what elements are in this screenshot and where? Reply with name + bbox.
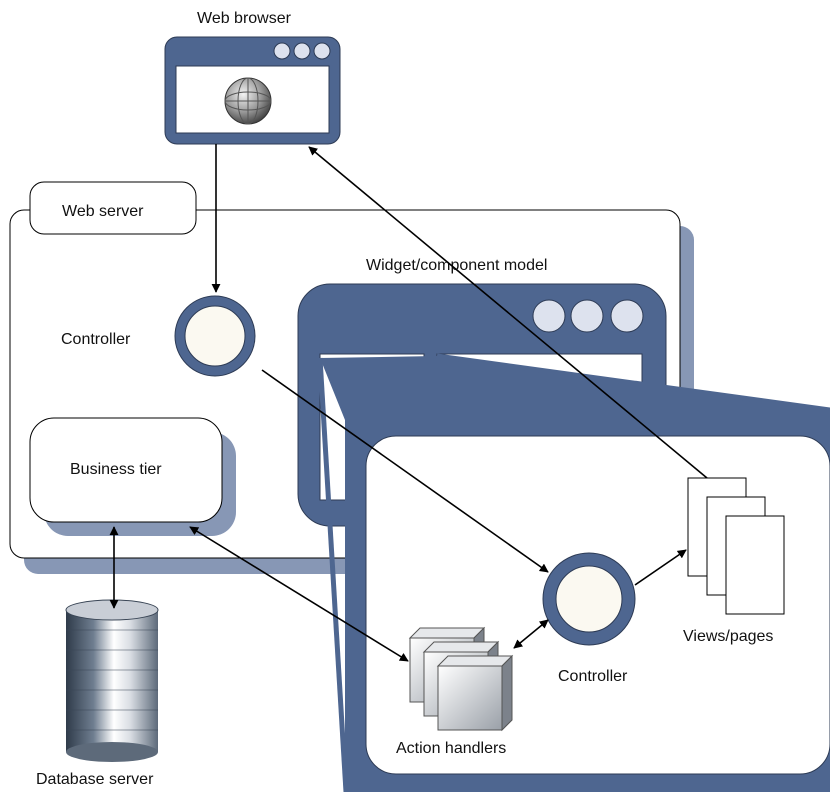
action-handlers-label: Action handlers <box>396 740 506 757</box>
database-server-label: Database server <box>36 771 154 788</box>
controller-zoom-label: Controller <box>558 668 628 685</box>
browser-dot-icon <box>313 42 331 60</box>
controller-server-label: Controller <box>61 331 131 348</box>
database-server: Database server <box>36 599 159 788</box>
arrow-controller-to-views <box>634 549 687 586</box>
business-tier-label: Business tier <box>70 461 162 478</box>
views-pages-label: Views/pages <box>683 628 773 645</box>
browser-dot-icon <box>293 42 311 60</box>
web-browser-label: Web browser <box>197 10 292 27</box>
controller-zoom-core <box>555 565 623 633</box>
database-cylinder-icon <box>65 599 159 762</box>
zoom-line-top <box>436 353 830 413</box>
widget-model-label: Widget/component model <box>366 257 547 274</box>
page-front <box>725 515 785 615</box>
business-tier: Business tier <box>29 417 236 536</box>
cube-front <box>436 654 514 732</box>
controller-zoom: Controller <box>542 552 636 685</box>
web-server-tab <box>29 181 197 235</box>
window-dot-icon <box>610 299 644 333</box>
stacked-pages-icon <box>687 477 785 615</box>
window-dot-icon <box>570 299 604 333</box>
web-browser: Web browser <box>164 10 341 145</box>
arrow-controller-to-controller <box>261 369 549 573</box>
arrow-business-action-handlers <box>189 526 409 662</box>
arrow-views-to-browser <box>308 146 708 479</box>
connectors <box>109 144 708 662</box>
controller-core <box>184 305 246 367</box>
globe-icon <box>224 77 272 125</box>
arrow-controller-action-handlers <box>513 619 549 649</box>
stacked-cubes-icon <box>408 626 514 732</box>
controller-server: Controller <box>61 295 256 377</box>
window-dot-icon <box>532 299 566 333</box>
web-server-label: Web server <box>62 203 144 220</box>
business-tier-box <box>29 417 223 523</box>
browser-dot-icon <box>273 42 291 60</box>
